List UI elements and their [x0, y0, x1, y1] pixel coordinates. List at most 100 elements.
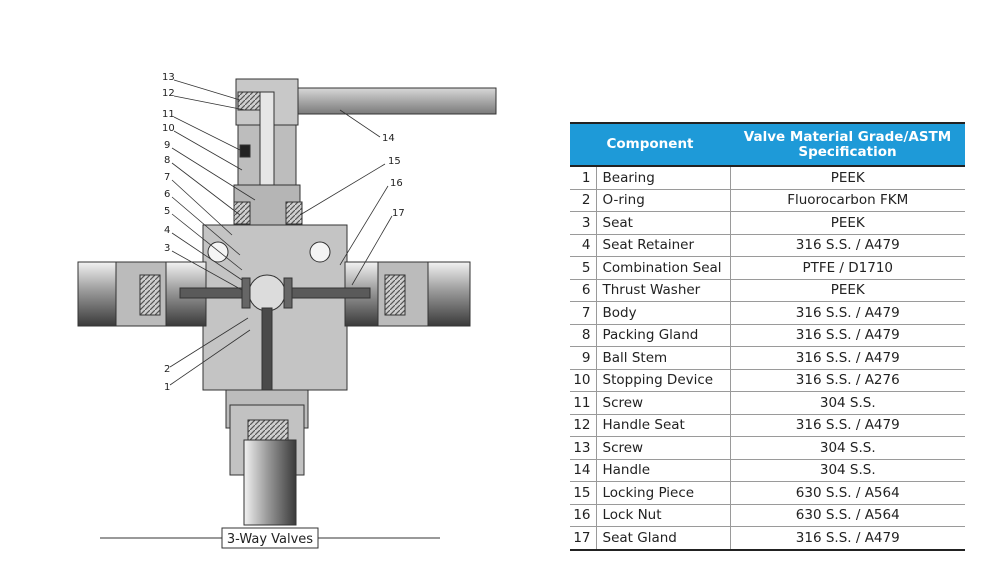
callout-14: 14: [382, 133, 395, 144]
row-number: 7: [570, 301, 596, 325]
component-cell: Packing Gland: [595, 324, 730, 347]
component-cell: Seat Gland: [595, 526, 730, 551]
seat-left: [241, 277, 251, 309]
screw-top: [237, 91, 261, 111]
component-cell: Stopping Device: [595, 369, 730, 392]
component-cell: Seat: [595, 211, 730, 235]
leader-lines: [169, 79, 393, 386]
component-cell: Locking Piece: [595, 481, 730, 505]
callout-17: 17: [392, 208, 405, 219]
callout-11: 11: [162, 109, 175, 120]
component-cell: Screw: [595, 436, 730, 460]
component-cell: O-ring: [595, 189, 730, 212]
ball: [248, 274, 286, 312]
material-cell: 316 S.S. / A479: [729, 324, 965, 347]
stopping-device: [239, 144, 251, 158]
material-cell: 316 S.S. / A479: [729, 526, 965, 551]
component-cell: Body: [595, 301, 730, 325]
valve-body-group: [77, 78, 497, 526]
row-number: 11: [570, 391, 596, 415]
material-cell: PTFE / D1710: [729, 256, 965, 280]
row-number: 5: [570, 256, 596, 280]
seat-right: [283, 277, 293, 309]
callout-1: 1: [164, 382, 170, 393]
material-cell: PEEK: [729, 166, 965, 190]
callout-5: 5: [164, 206, 170, 217]
material-cell: 316 S.S. / A479: [729, 414, 965, 437]
header-component: Component: [570, 123, 730, 166]
material-cell: 630 S.S. / A564: [729, 504, 965, 527]
material-cell: 316 S.S. / A479: [729, 234, 965, 257]
table-header-row: Component Valve Material Grade/ASTM Spec…: [570, 123, 965, 166]
callout-15: 15: [388, 156, 401, 167]
left-thread: [139, 274, 161, 316]
caption-text: 3-Way Valves: [227, 532, 313, 547]
callout-3: 3: [164, 243, 170, 254]
component-cell: Seat Retainer: [595, 234, 730, 257]
component-cell: Handle Seat: [595, 414, 730, 437]
row-number: 4: [570, 234, 596, 257]
right-thread: [384, 274, 406, 316]
material-cell: 304 S.S.: [729, 436, 965, 460]
callout-2: 2: [164, 364, 170, 375]
row-number: 17: [570, 526, 596, 551]
material-cell: PEEK: [729, 279, 965, 302]
component-cell: Screw: [595, 391, 730, 415]
material-cell: 316 S.S. / A479: [729, 301, 965, 325]
component-cell: Ball Stem: [595, 346, 730, 370]
material-cell: Fluorocarbon FKM: [729, 189, 965, 212]
callout-7: 7: [164, 172, 170, 183]
row-number: 9: [570, 346, 596, 370]
component-cell: Bearing: [595, 166, 730, 190]
row-number: 13: [570, 436, 596, 460]
lower-tube: [243, 439, 297, 526]
row-number: 10: [570, 369, 596, 392]
material-cell: 316 S.S. / A479: [729, 346, 965, 370]
row-number: 6: [570, 279, 596, 302]
mount-hole-right: [309, 241, 331, 263]
material-cell: 304 S.S.: [729, 391, 965, 415]
row-number: 3: [570, 211, 596, 235]
callout-6: 6: [164, 189, 170, 200]
material-cell: 630 S.S. / A564: [729, 481, 965, 505]
callout-10: 10: [162, 123, 175, 134]
material-cell: PEEK: [729, 211, 965, 235]
row-number: 14: [570, 459, 596, 482]
lock-nut-threads-r: [285, 201, 303, 225]
row-number: 2: [570, 189, 596, 212]
row-number: 12: [570, 414, 596, 437]
row-number: 16: [570, 504, 596, 527]
callout-13: 13: [162, 72, 175, 83]
row-number: 15: [570, 481, 596, 505]
valve-cross-section-diagram: 13 12 11 10 9 8 7 6 5 4 3 2 1 14 15 16 1…: [77, 72, 497, 549]
row-number: 8: [570, 324, 596, 347]
lock-nut-threads-l: [233, 201, 251, 225]
material-spec-table: Component Valve Material Grade/ASTM Spec…: [570, 122, 965, 551]
header-material: Valve Material Grade/ASTM Specification: [730, 123, 965, 166]
diagram-caption: 3-Way Valves: [100, 527, 440, 549]
component-cell: Thrust Washer: [595, 279, 730, 302]
callout-12: 12: [162, 88, 175, 99]
row-number: 1: [570, 166, 596, 190]
material-cell: 304 S.S.: [729, 459, 965, 482]
callout-16: 16: [390, 178, 403, 189]
handle: [289, 87, 497, 115]
component-cell: Lock Nut: [595, 504, 730, 527]
